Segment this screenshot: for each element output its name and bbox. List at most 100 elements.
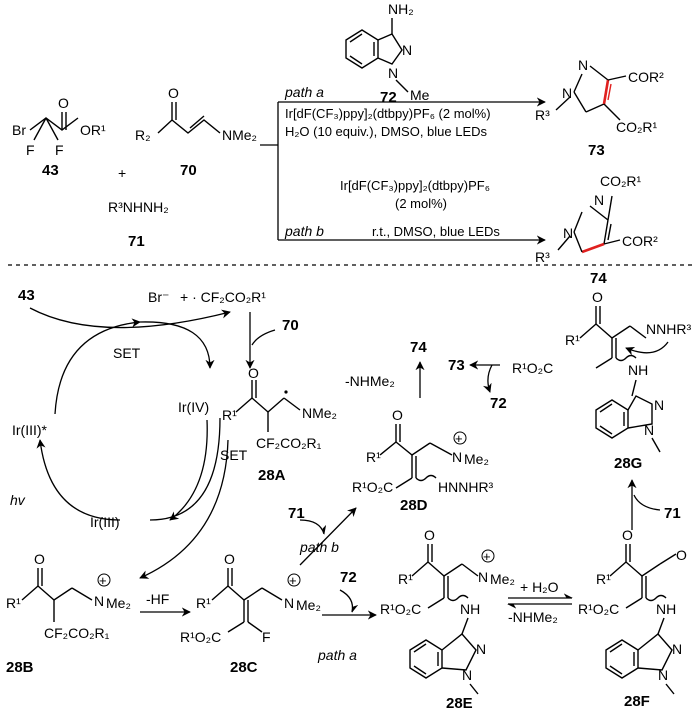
28G-to-73: 73 72: [448, 357, 507, 412]
t-28C-F: F: [262, 629, 271, 645]
t-28D-R1O2C: R¹O₂C: [352, 479, 393, 495]
svg-text:+: +: [455, 431, 463, 446]
co2r-74: CO₂R¹: [600, 173, 642, 189]
svg-text:+: +: [99, 573, 107, 588]
t-28E-R1O2C: R¹O₂C: [380, 601, 421, 617]
label-72-top: 72: [380, 89, 397, 106]
t-28D-N: N: [452, 449, 462, 465]
cor-73: COR²: [628, 69, 664, 85]
label-28A: 28A: [258, 467, 286, 484]
path-b-mech: path b: [299, 539, 339, 555]
label-73: 73: [588, 142, 605, 159]
intermediate-28A: O R¹ NMe₂ CF₂CO₂R₁ 28A: [222, 365, 337, 484]
label-28E: 28E: [446, 695, 473, 712]
svg-text:N: N: [388, 65, 398, 81]
svg-text:R₂: R₂: [135, 127, 151, 143]
svg-text:+: +: [289, 573, 297, 588]
minus-hf: -HF: [146, 591, 169, 607]
path-a-catalyst: Ir[dF(CF₃)ppy]₂(dtbpy)PF₆ (2 mol%): [285, 106, 491, 121]
reagent-71-b: 71: [288, 505, 305, 522]
t-28D-O: O: [392, 407, 403, 423]
r3-74: R³: [535, 249, 550, 265]
t-28G-R1O2C: R¹O₂C: [512, 360, 553, 376]
svg-text:N: N: [402, 42, 412, 58]
set-label-2: SET: [220, 447, 248, 463]
cf2-radical: + · CF₂CO₂R¹: [180, 289, 266, 305]
t-28B-cf2: CF₂CO₂R₁: [44, 625, 110, 641]
compound-71: R³NHNH₂ 71: [108, 199, 169, 250]
t-28A-nme2: NMe₂: [302, 405, 337, 421]
svg-text:+: +: [483, 549, 491, 564]
t-28E-N: N: [478, 569, 488, 585]
ir-iv: Ir(IV): [178, 399, 209, 415]
intermediate-28G: O R¹ NNHR³ R¹O₂C NH N N 28G: [512, 289, 691, 472]
intermediate-28B: O R¹ + N Me₂ CF₂CO₂R₁ 28B: [6, 551, 131, 676]
product-74: N N R³ CO₂R¹ COR² 74: [535, 173, 658, 287]
t-28F-N2: N: [658, 667, 668, 683]
co2r-73: CO₂R¹: [616, 119, 658, 135]
mech-start-43: 43: [18, 287, 35, 304]
t-28D-hnnhr3: HNNHR³: [438, 479, 494, 495]
path-a-conditions: path a Ir[dF(CF₃)ppy]₂(dtbpy)PF₆ (2 mol%…: [284, 84, 491, 139]
me-72: Me: [410, 87, 430, 103]
t-28G-R1: R¹: [565, 332, 580, 348]
t-28F-R1: R¹: [596, 571, 611, 587]
intermediate-28D: O R¹ + N Me₂ R¹O₂C HNNHR³ 28D: [352, 407, 494, 514]
path-b-conditions: Ir[dF(CF₃)ppy]₂(dtbpy)PF₆ (2 mol%) path …: [284, 178, 500, 239]
minus-nhme2: -NHMe₂: [508, 609, 558, 625]
t-28E-R1: R¹: [398, 571, 413, 587]
t-28D-R1: R¹: [366, 449, 381, 465]
ir-iii-star: Ir(III)*: [12, 422, 48, 438]
svg-text:F: F: [26, 142, 35, 158]
path-b-loading: (2 mol%): [395, 196, 447, 211]
loss-72: 72: [490, 395, 507, 412]
minus-hf-step: -HF: [140, 591, 191, 617]
intermediate-28C: O R¹ + N Me₂ R¹O₂C F 28C: [180, 551, 321, 676]
t-28A-cf2: CF₂CO₂R₁: [256, 435, 322, 451]
t-28G-N1: N: [654, 397, 664, 413]
svg-text:O: O: [58, 95, 69, 111]
svg-text:O: O: [168, 85, 179, 101]
compound-70: O R₂ NMe₂ 70: [135, 85, 257, 179]
formula-71: R³NHNH₂: [108, 199, 169, 215]
intermediate-28E: O R¹ + N Me₂ R¹O₂C NH N N 28E: [380, 527, 515, 712]
branch-arrows: [260, 97, 546, 245]
equilibrium-28E-28F: + H₂O -NHMe₂: [507, 579, 573, 625]
r3-73: R³: [535, 107, 550, 123]
28F-to-28G: 71: [627, 479, 681, 530]
compound-72: NH₂ N N Me 72: [345, 1, 430, 106]
path-b-solvent: r.t., DMSO, blue LEDs: [372, 224, 500, 239]
label-28D: 28D: [400, 497, 428, 514]
t-28E-me2: Me₂: [490, 571, 515, 587]
t-28G-nh: NH: [628, 362, 648, 378]
t-28G-O: O: [592, 289, 603, 305]
t-28B-N: N: [94, 593, 104, 609]
label-71: 71: [128, 233, 145, 250]
t-28E-O: O: [424, 527, 435, 543]
path-a-step: 72 path a: [317, 569, 377, 663]
product-73: N N R³ COR² CO₂R¹ 73: [535, 57, 664, 159]
path-a-mech: path a: [317, 647, 357, 663]
prod-73: 73: [448, 357, 465, 374]
minus-nhme2-top: -NHMe₂: [345, 373, 395, 389]
path-b-step: 71 path b: [288, 505, 357, 566]
t-28A-O: O: [248, 365, 259, 381]
prod-74: 74: [410, 339, 427, 356]
label-43: 43: [42, 162, 59, 179]
ir-iii: Ir(III): [90, 514, 120, 530]
reagent-71-g: 71: [664, 505, 681, 522]
svg-text:F: F: [55, 142, 64, 158]
set-label-1: SET: [113, 345, 141, 361]
photocatalytic-cycle: 43 Br⁻ + · CF₂CO₂R¹ SET Ir(III)* Ir(IV) …: [10, 287, 266, 579]
t-28A-R1: R¹: [222, 407, 237, 423]
label-70: 70: [180, 162, 197, 179]
label-74: 74: [590, 270, 607, 287]
cor-74: COR²: [622, 233, 658, 249]
add-70-step: 70: [245, 312, 299, 369]
t-28E-nh: NH: [460, 601, 480, 617]
svg-text:N: N: [562, 85, 572, 101]
path-a-solvent: H₂O (10 equiv.), DMSO, blue LEDs: [285, 124, 488, 139]
t-28F-N1: N: [672, 641, 682, 657]
